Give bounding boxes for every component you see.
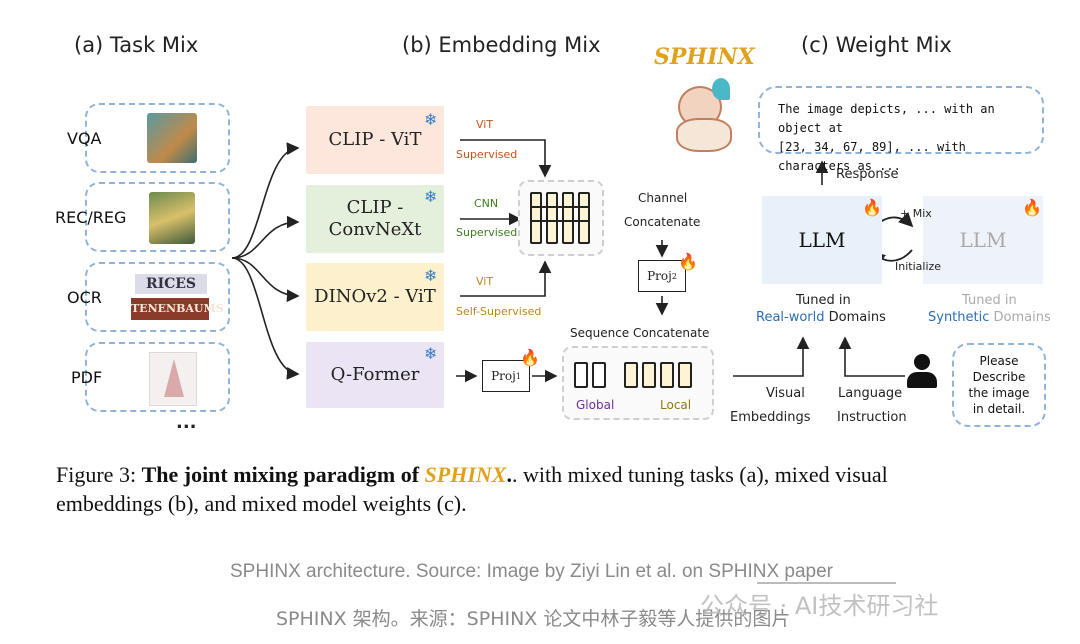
task-rec-box: REC/REG [55,182,230,252]
arch-tag: ViT [476,275,494,288]
instruction-label: Instruction [837,410,907,425]
proj1-sub: 1 [515,371,521,381]
task-label: REC/REG [55,208,127,227]
language-label: Language [838,386,903,401]
channel-label: Channel [638,191,688,205]
domains-label: Domains [993,310,1051,325]
proj2-label: Proj [647,269,672,283]
synthetic-highlight: Synthetic [928,310,990,325]
frozen-snowflake-icon: ❄ [424,266,438,285]
channel-token-grid [518,180,604,256]
response-text: The image depicts, ... with an object at… [778,102,995,173]
ocr-sign-bottom: TENENBAUMS [131,298,224,320]
sphinx-mascot-image [672,78,738,152]
llm-label: LLM [798,228,846,252]
embeddings-label: Embeddings [730,410,811,425]
llm-label: LLM [959,228,1007,252]
source-line: SPHINX architecture. Source: Image by Zi… [230,561,833,583]
trainable-flame-icon: 🔥 [678,252,698,271]
figure-caption-line2: embeddings (b), and mixed model weights … [56,491,467,516]
sphinx-paper-link[interactable]: SPHINX paper [708,561,834,582]
watermark: 公众号 · AI技术研习社 [700,592,939,620]
arch-tag: CNN [474,197,499,210]
tuned-synth-line: Synthetic Domains [928,310,1051,325]
encoder-label: CLIP - ViT [328,128,422,150]
pdf-page-image [149,352,197,406]
task-label: OCR [67,288,102,307]
llm-real-block: LLM [762,196,882,284]
trainable-flame-icon: 🔥 [520,348,540,367]
encoder-clip-vit: CLIP - ViT [306,106,444,174]
caption-rest: . with mixed tuning tasks (a), mixed vis… [511,462,888,487]
frozen-snowflake-icon: ❄ [424,187,438,206]
llm-synthetic-block: LLM [923,196,1043,284]
training-tag: Self-Supervised [456,305,542,318]
local-label: Local [660,398,692,412]
task-label: VQA [67,129,102,148]
frozen-snowflake-icon: ❄ [424,344,438,363]
real-world-highlight: Real-world [756,310,825,325]
response-label: Response [836,167,899,182]
caption-prefix: Figure 3: [56,462,142,487]
tasks-ellipsis: ... [176,412,197,433]
training-tag: Supervised [456,226,518,239]
sphinx-title: SPHINX [654,44,755,70]
encoder-label: DINOv2 - ViT [314,285,436,307]
source-text: SPHINX architecture. Source: Image by Zi… [230,561,709,582]
proj2-sub: 2 [671,271,677,281]
chinese-source-line: SPHINX 架构。来源：SPHINX 论文中林子毅等人提供的图片 [276,608,791,630]
caption-bold: The joint mixing paradigm of [141,462,425,487]
encoder-label: CLIP - ConvNeXt [328,196,422,241]
mix-label: + Mix [900,207,932,220]
sequence-concat-label: Sequence Concatenate [570,326,710,340]
ocr-sign-top: RICES [135,274,207,294]
figure-caption-line1: Figure 3: The joint mixing paradigm of S… [56,462,888,487]
trainable-flame-icon: 🔥 [1022,198,1042,217]
encoder-label: Q-Former [330,363,420,385]
task-label: PDF [71,368,103,387]
task-pdf-box: PDF [71,342,230,412]
embedding-mix-title: (b) Embedding Mix [402,33,601,57]
visual-label: Visual [766,386,805,401]
training-tag: Supervised [456,148,518,161]
tuned-real-prefix: Tuned in [796,293,851,308]
domains-label: Domains [828,310,886,325]
rec-street-image [149,192,195,244]
task-ocr-box: OCR RICES TENENBAUMS [67,262,230,332]
proj1-label: Proj [491,369,516,383]
initialize-label: Initialize [895,260,942,273]
user-icon [907,354,937,388]
user-prompt-text: Please Describe the image in detail. [968,354,1030,416]
encoder-qformer: Q-Former [306,342,444,408]
arch-tag: ViT [476,118,494,131]
tuned-real-line: Real-world Domains [756,310,886,325]
global-label: Global [576,398,615,412]
response-bubble: The image depicts, ... with an object at… [758,86,1044,173]
user-prompt-bubble: Please Describe the image in detail. [952,343,1046,427]
vqa-dog-image [147,113,197,163]
tuned-synth-prefix: Tuned in [962,293,1017,308]
encoder-clip-convnext: CLIP - ConvNeXt [306,185,444,253]
encoder-dinov2: DINOv2 - ViT [306,263,444,331]
trainable-flame-icon: 🔥 [862,198,882,217]
sequence-token-group: Global Local [562,346,714,420]
caption-sphinx: SPHINX [424,462,507,487]
task-mix-title: (a) Task Mix [74,33,199,57]
task-vqa-box: VQA [67,103,230,173]
frozen-snowflake-icon: ❄ [424,110,438,129]
weight-mix-title: (c) Weight Mix [801,33,952,57]
concatenate-label: Concatenate [624,215,701,229]
